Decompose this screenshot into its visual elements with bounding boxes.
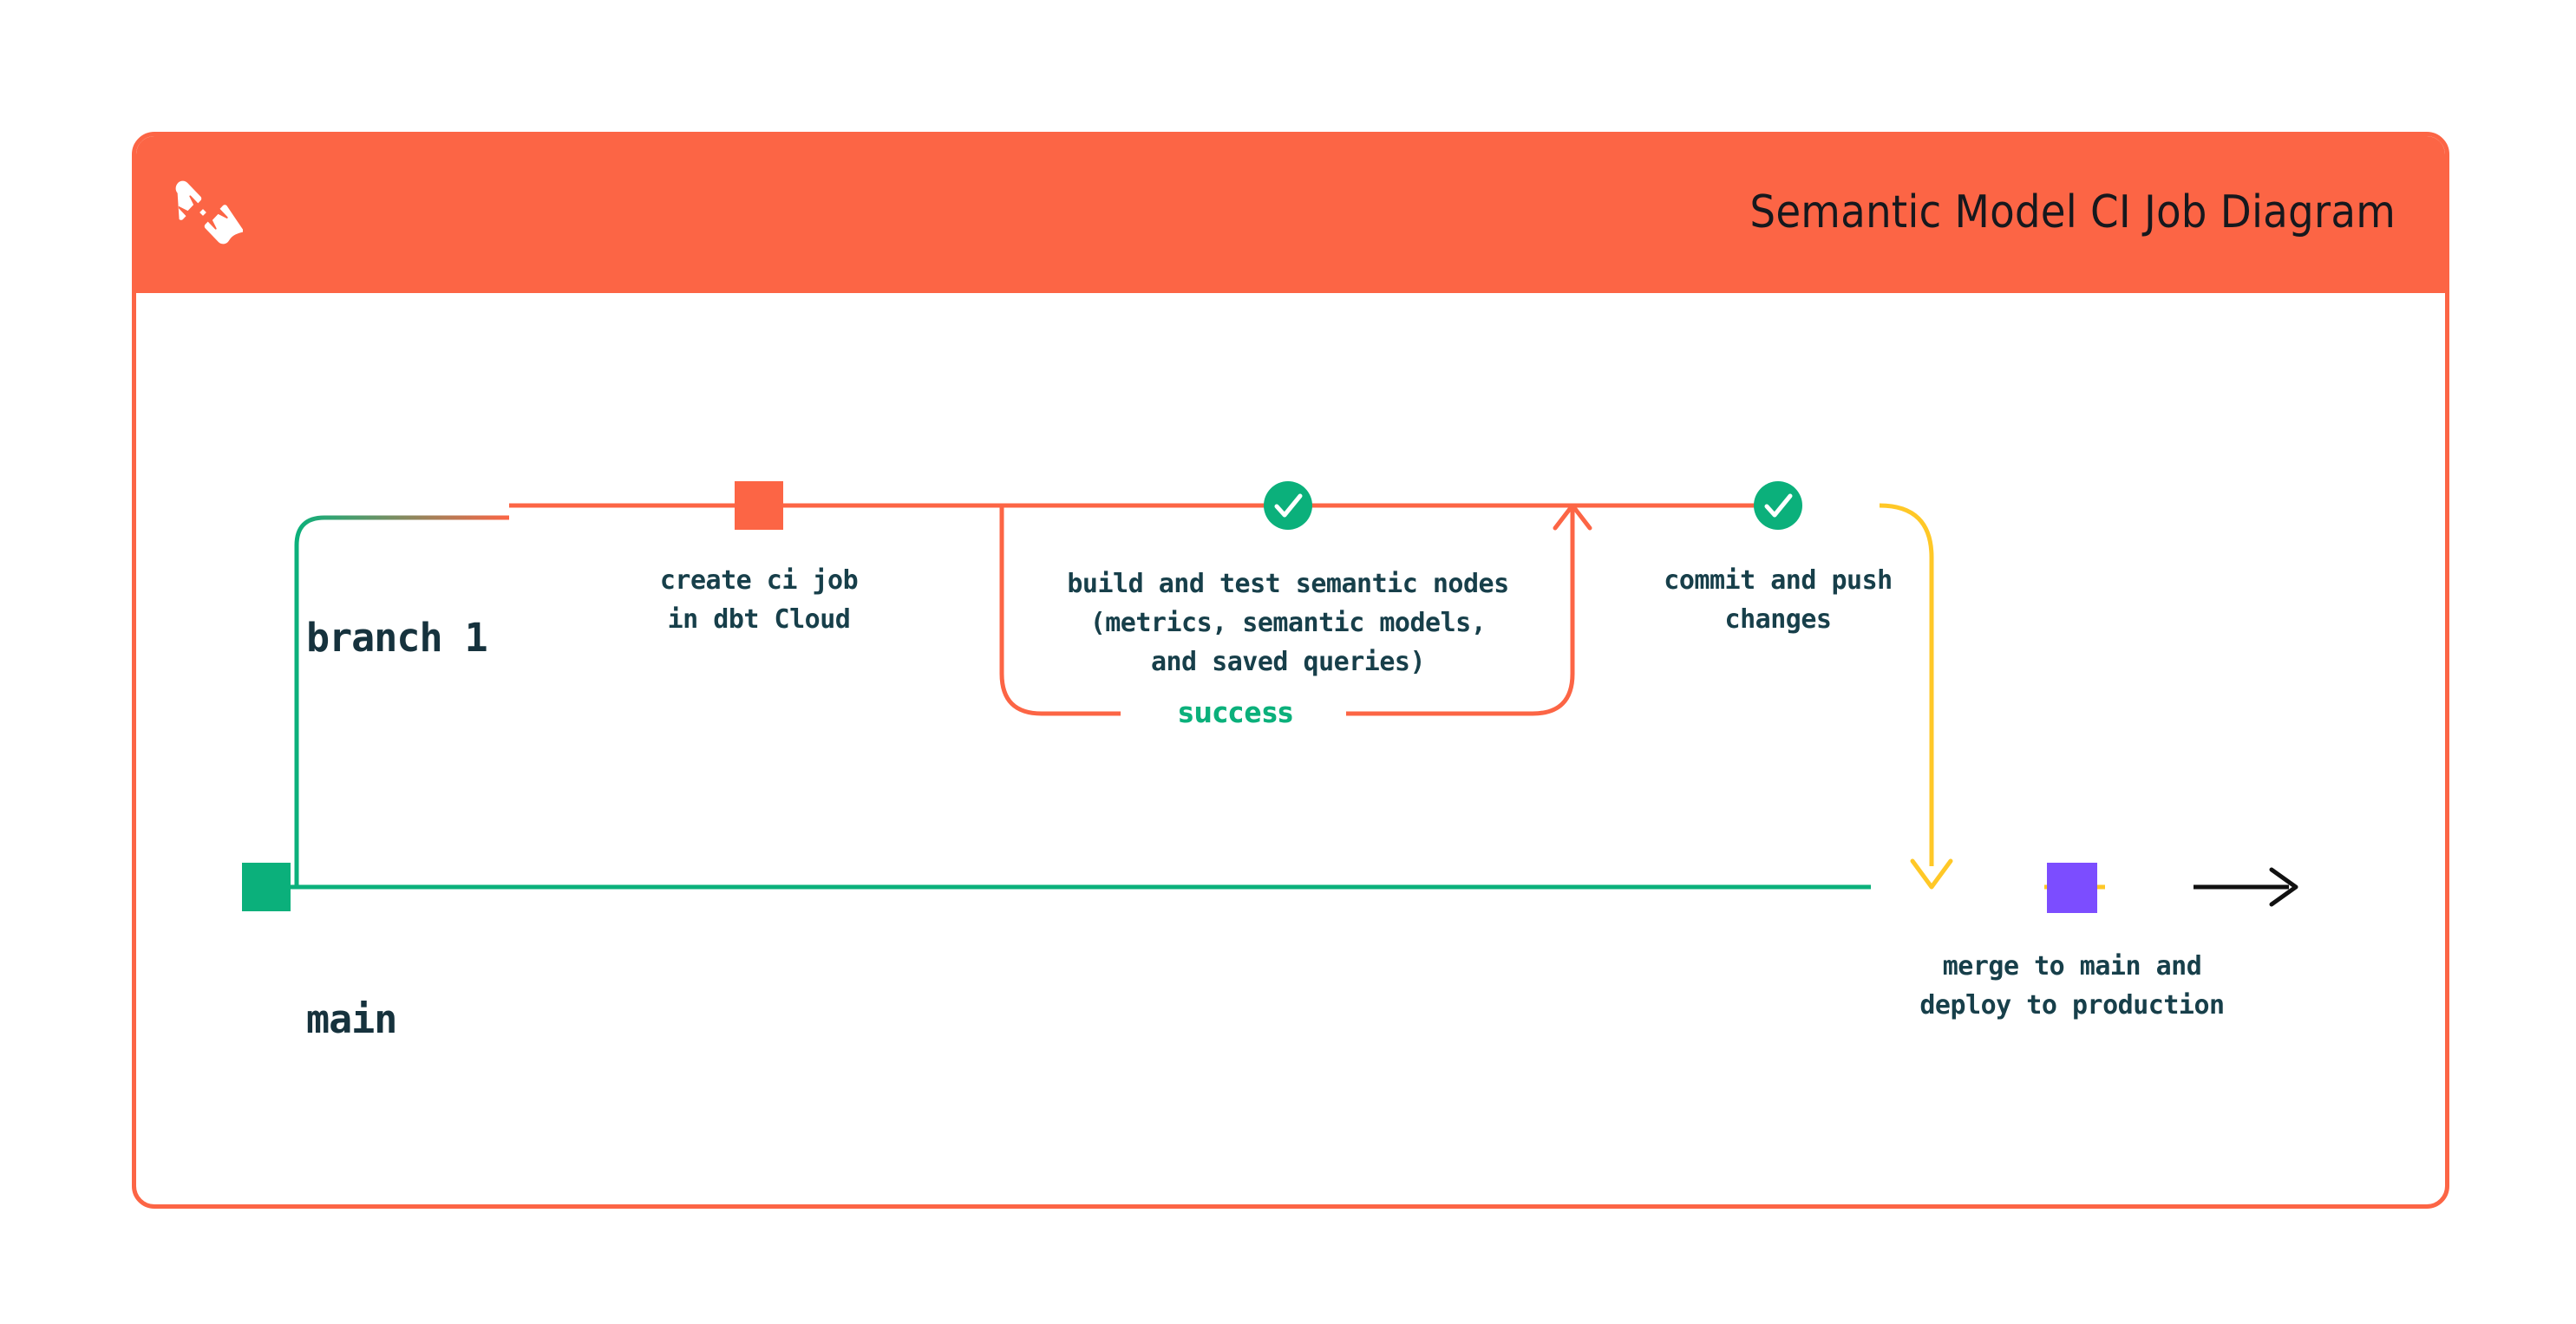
diagram-card: Semantic Model CI Job Diagram	[132, 132, 2449, 1209]
diagram-canvas: branch 1 main create ci job in dbt Cloud…	[136, 136, 2445, 1204]
loop-label-success: success	[1132, 695, 1340, 729]
check-icon	[1274, 493, 1303, 518]
node-commit-and-push[interactable]	[1754, 481, 1802, 530]
node-label-merge-to-main: merge to main and deploy to production	[1919, 951, 2225, 1021]
check-icon	[1764, 493, 1793, 518]
node-label-build-and-test: build and test semantic nodes (metrics, …	[1067, 569, 1509, 677]
page-title: Semantic Model CI Job Diagram	[1749, 186, 2396, 238]
branch-label-branch1: branch 1	[306, 615, 488, 661]
dbt-logo-icon	[175, 180, 243, 245]
node-main-start[interactable]	[242, 863, 291, 911]
flow-svg	[242, 481, 2298, 913]
branch-label-main: main	[306, 996, 397, 1042]
merge-arrow-line	[1879, 503, 1953, 890]
branch-1-fork-line	[294, 515, 509, 887]
ci-retry-loop-path	[999, 503, 1592, 716]
node-create-ci-job[interactable]	[735, 481, 783, 530]
node-label-commit-and-push: commit and push changes	[1664, 565, 1893, 635]
card-header: Semantic Model CI Job Diagram	[136, 136, 2445, 293]
node-merge-to-main[interactable]	[2047, 863, 2097, 913]
node-build-and-test[interactable]	[1264, 481, 1312, 530]
node-label-create-ci-job: create ci job in dbt Cloud	[659, 565, 859, 635]
